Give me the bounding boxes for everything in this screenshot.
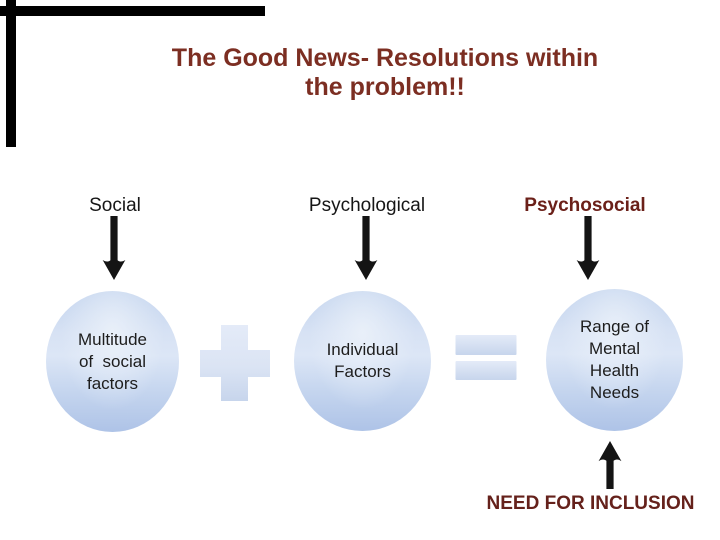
column-header-psychosocial: Psychosocial (524, 195, 646, 216)
column-header-psychological: Psychological (308, 195, 426, 216)
equals-icon (455, 335, 517, 380)
corner-bar-horizontal (0, 6, 265, 16)
slide-title: The Good News- Resolutions within the pr… (171, 44, 599, 101)
need-for-inclusion-label: NEED FOR INCLUSION (486, 493, 695, 514)
up-arrow-icon (598, 441, 622, 489)
corner-bar-vertical (6, 0, 16, 147)
column-header-social: Social (89, 195, 141, 216)
down-arrow-icon (576, 216, 600, 280)
bubble-psychosocial: Range of Mental Health Needs (546, 289, 683, 431)
bubble-psychological: Individual Factors (294, 291, 431, 431)
down-arrow-icon (102, 216, 126, 280)
plus-icon (200, 325, 270, 401)
down-arrow-icon (354, 216, 378, 280)
bubble-social: Multitude of social factors (46, 291, 179, 432)
